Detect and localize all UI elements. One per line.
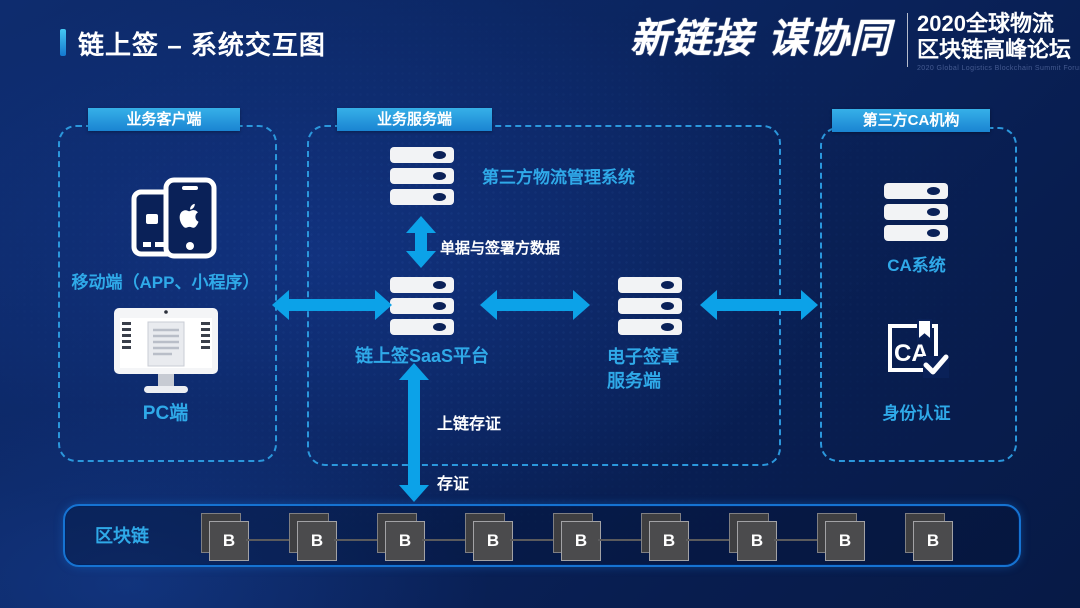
blockchain-block: B [905, 513, 953, 561]
client-saas-arrow [289, 299, 375, 311]
ca-group-tab: 第三方CA机构 [832, 109, 990, 132]
onchain-label: 上链存证 [437, 416, 502, 433]
blockchain-block: B [201, 513, 291, 561]
tms-server-icon [390, 147, 454, 205]
block-face: B [649, 521, 689, 561]
esign-label-line2: 服务端 [607, 371, 661, 391]
page-title: 链上签 – 系统交互图 [78, 30, 326, 60]
blockchain-block: B [465, 513, 555, 561]
blockchain-title: 区块链 [95, 526, 149, 546]
block-face: B [297, 521, 337, 561]
docs-data-arrow [415, 233, 427, 251]
pc-monitor-icon [114, 308, 218, 393]
ca-icon-text: CA [894, 340, 929, 367]
ca-server-icon [884, 183, 948, 241]
identity-label: 身份认证 [882, 404, 951, 423]
event-name-english: 2020 Global Logistics Blockchain Summit … [917, 65, 1080, 72]
header-divider [907, 13, 908, 67]
docs-data-label: 单据与签署方数据 [440, 240, 561, 257]
saas-server-icon [390, 277, 454, 335]
blockchain-block: B [377, 513, 467, 561]
tms-label: 第三方物流管理系统 [482, 168, 635, 187]
block-face: B [473, 521, 513, 561]
saas-esign-arrow [497, 299, 573, 311]
blockchain-block: B [641, 513, 731, 561]
blockchain-block: B [289, 513, 379, 561]
blockchain-block: B [553, 513, 643, 561]
slogan-calligraphy: 新链接 谋协同 [630, 15, 891, 62]
service-group-tab: 业务服务端 [337, 108, 492, 131]
block-face: B [825, 521, 865, 561]
service-group-box [307, 125, 781, 466]
block-face: B [385, 521, 425, 561]
esign-ca-arrow [717, 299, 801, 311]
evidence-label: 存证 [437, 476, 470, 493]
mobile-label: 移动端（APP、小程序） [71, 273, 260, 292]
esign-label-line1: 电子签章 [607, 347, 679, 367]
ca-certificate-icon: CA [888, 319, 949, 378]
event-name-line2: 区块链高峰论坛 [917, 37, 1072, 62]
esign-server-icon [618, 277, 682, 335]
saas-label: 链上签SaaS平台 [354, 346, 490, 366]
blockchain-block: B [729, 513, 819, 561]
onchain-evidence-arrow [408, 380, 420, 485]
block-face: B [913, 521, 953, 561]
ca-system-label: CA系统 [887, 256, 946, 275]
mobile-devices-icon [131, 177, 217, 259]
client-group-tab: 业务客户端 [88, 108, 240, 131]
esign-label: 电子签章 服务端 [607, 345, 679, 393]
block-face: B [209, 521, 249, 561]
event-name: 2020全球物流 区块链高峰论坛 [917, 11, 1071, 63]
block-face: B [737, 521, 777, 561]
event-name-line1: 2020全球物流 [917, 11, 1054, 36]
pc-label: PC端 [142, 403, 189, 424]
title-accent-bar [60, 29, 66, 56]
block-face: B [561, 521, 601, 561]
blockchain-block: B [817, 513, 865, 561]
